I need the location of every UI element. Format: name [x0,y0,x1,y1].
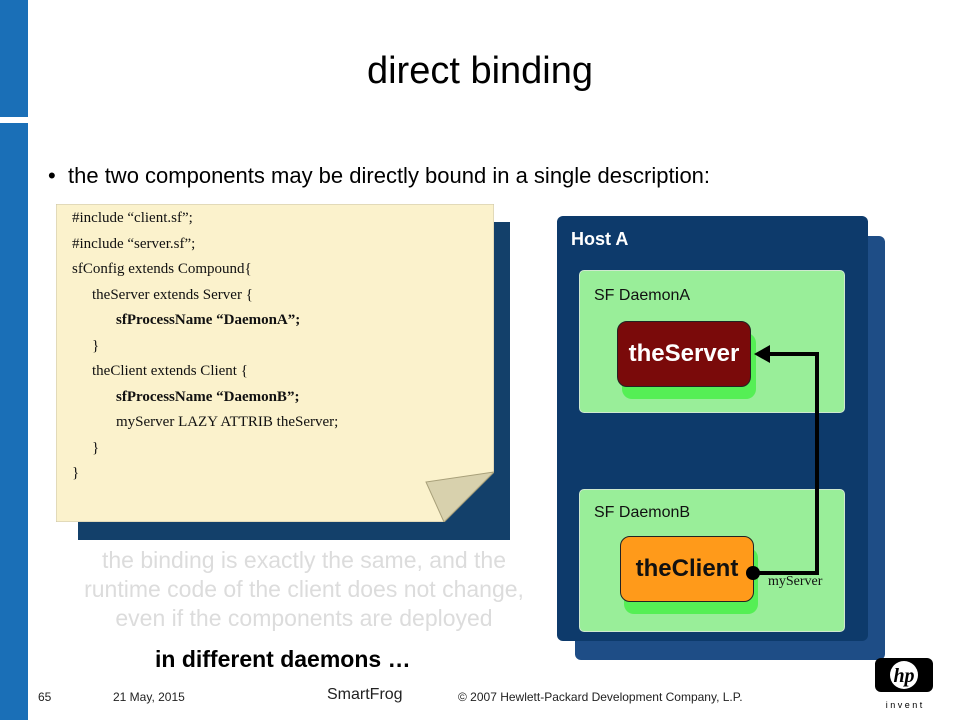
code-note [56,204,494,522]
daemon-a-label: SF DaemonA [594,287,691,304]
code-line: sfConfig extends Compound{ [72,261,252,277]
code-line: theServer extends Server { [92,286,253,303]
arrowhead-icon [754,345,770,363]
code-line: } [92,337,100,354]
code-line: #include “server.sf”; [72,235,196,252]
accent-bar-bottom [0,123,28,720]
hp-logo: hp i n v e n t [875,658,933,710]
folded-corner-icon [425,471,494,522]
code-line: theClient extends Client { [92,363,248,379]
code-line: sfProcessName “DaemonA”; [116,312,301,328]
accent-bar-top [0,0,28,117]
connector-line [754,352,819,575]
page-number: 65 [38,690,52,704]
connector-dot-icon [746,566,760,580]
explanation-line: runtime code of the client does not chan… [84,576,524,602]
binding-connector [746,345,819,580]
server-component: theServer [617,321,751,387]
footer-brand: SmartFrog [327,686,403,703]
bullet-dot-icon: • [48,163,56,188]
explanation-text: the binding is exactly the same, and the… [30,546,578,633]
footer-copyright: © 2007 Hewlett-Packard Development Compa… [458,690,743,704]
host-label: Host A [571,229,629,249]
code-line: #include “client.sf”; [72,210,193,226]
explanation-line: even if the components are deployed [115,605,493,631]
code-line: } [92,439,100,456]
link-label: myServer [768,574,823,589]
logo-tagline: i n v e n t [886,700,923,710]
bullet-item: • the two components may be directly boun… [48,163,710,189]
footer-date: 21 May, 2015 [113,690,185,704]
emphasis-line: in different daemons … [155,646,411,672]
explanation-line: the binding is exactly the same, and the [101,547,507,573]
logo-mark: hp [893,665,914,687]
code-line: myServer LAZY ATTRIB theServer; [116,414,339,430]
client-component: theClient [620,536,754,602]
bullet-text: the two components may be directly bound… [68,163,711,188]
slide-title: direct binding [366,50,594,92]
daemon-b-label: SF DaemonB [594,504,691,521]
code-line: sfProcessName “DaemonB”; [116,388,300,405]
code-block: #include “client.sf”; #include “server.sf… [72,206,338,487]
code-line: } [72,465,80,481]
